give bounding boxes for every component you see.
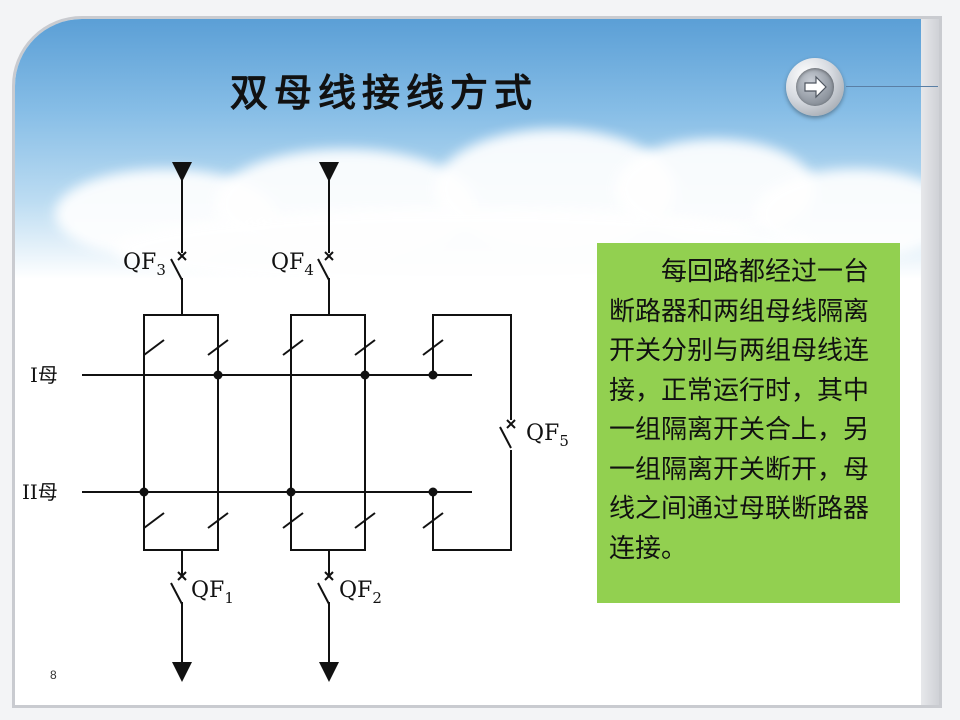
- qf3-label: QF3: [123, 250, 166, 279]
- sky-background: [15, 19, 939, 289]
- bus-coupler-loop: [432, 314, 512, 420]
- junction-dot: [360, 370, 370, 380]
- junction-dot: [428, 370, 438, 380]
- breaker-qf1: [170, 582, 183, 605]
- qf1-label: QF1: [191, 578, 234, 607]
- breaker-qf2: [317, 582, 330, 605]
- bay-1-frame: [143, 314, 219, 551]
- next-slide-button[interactable]: [786, 58, 844, 116]
- qf2-label: QF2: [339, 578, 382, 607]
- bus-2-label: II母: [22, 480, 58, 504]
- junction-dot: [286, 487, 296, 497]
- page-number: 8: [50, 668, 57, 682]
- junction-dot: [428, 487, 438, 497]
- nav-guide-line: [846, 86, 938, 87]
- qf5-label: QF5: [526, 421, 569, 450]
- breaker-qf5: [499, 426, 512, 449]
- right-rail: [921, 19, 939, 705]
- slide-frame: [12, 16, 942, 708]
- breaker-qf4: [317, 258, 330, 281]
- page-title: 双母线接线方式: [230, 70, 539, 115]
- right-arrow-icon: [796, 68, 834, 106]
- breaker-qf3: [170, 258, 183, 281]
- qf4-label: QF4: [271, 250, 314, 279]
- junction-dot: [213, 370, 223, 380]
- junction-dot: [139, 487, 149, 497]
- bus-1-label: I母: [30, 363, 58, 387]
- description-box: 每回路都经过一台断路器和两组母线隔离开关分别与两组母线连接，正常运行时，其中一组…: [597, 243, 900, 603]
